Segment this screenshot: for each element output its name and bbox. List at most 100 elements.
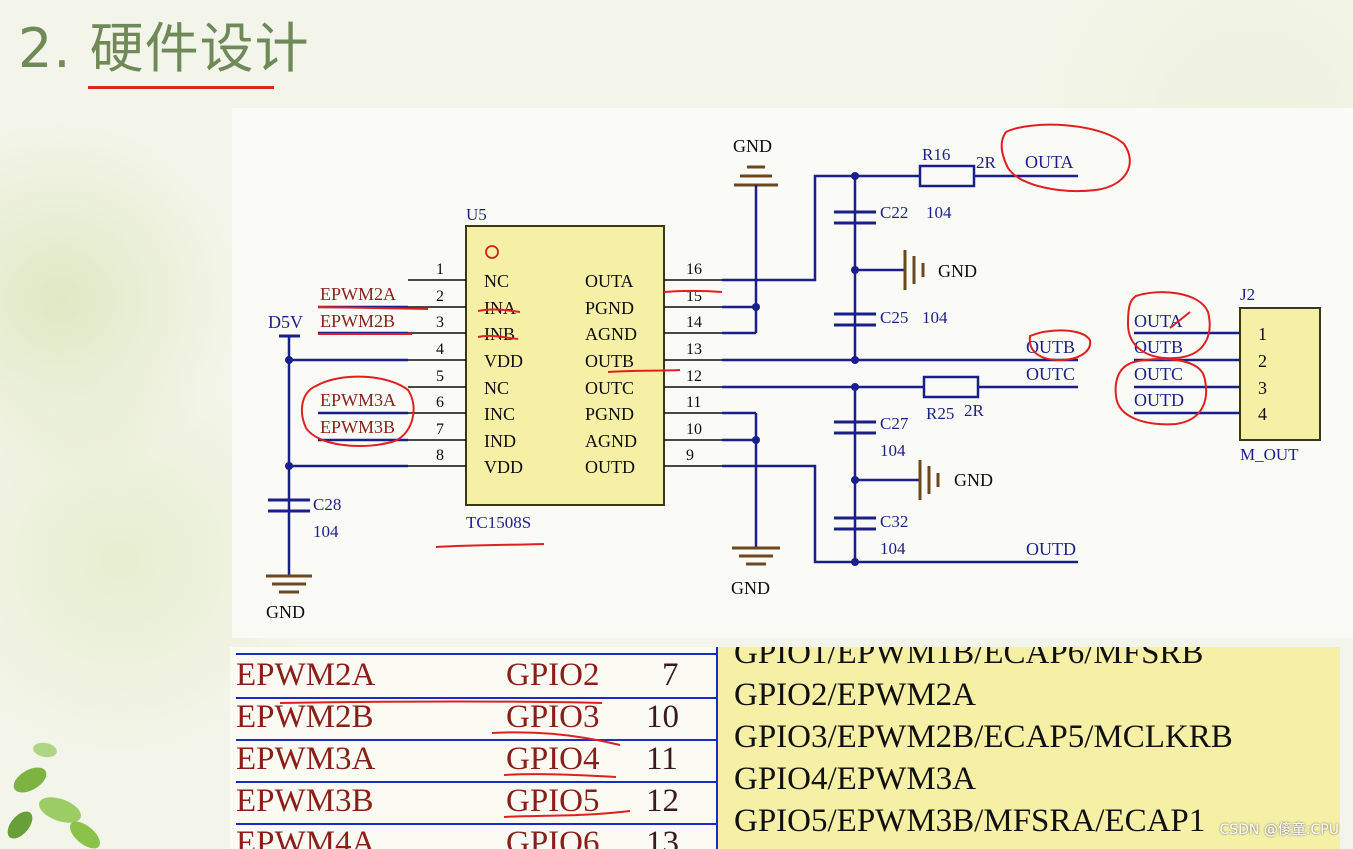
table-signal: EPWM4A [236, 825, 376, 849]
pin-num-14: 14 [686, 314, 702, 331]
c25-ref: C25 [880, 308, 908, 327]
table-gpio: GPIO2 [506, 657, 600, 693]
table-signal: EPWM3A [236, 741, 376, 777]
table-right-panel [718, 647, 1340, 849]
c28-ref: C28 [313, 495, 341, 514]
pin-num-4: 4 [436, 341, 444, 358]
u5-part: TC1508S [466, 513, 531, 532]
pin-num-12: 12 [686, 368, 702, 385]
table-signal: EPWM2B [236, 699, 374, 735]
net-outd-label: OUTD [1026, 539, 1076, 559]
gnd-label-lower: GND [954, 470, 993, 490]
table-pin: 10 [646, 699, 679, 735]
pin-num-9: 9 [686, 447, 694, 464]
pin-num-7: 7 [436, 421, 444, 438]
c22-value: 104 [926, 203, 952, 222]
pin-name-outb: OUTB [585, 351, 634, 371]
table-signal: EPWM3B [236, 783, 374, 819]
j2-ref: J2 [1240, 285, 1255, 304]
c22-ref: C22 [880, 203, 908, 222]
function-text: GPIO1/EPWM1B/ECAP6/MFSRB [734, 647, 1204, 671]
leaf-decoration [7, 742, 100, 849]
table-left-panel [230, 647, 718, 849]
r25-body [922, 375, 980, 399]
j2-pin-3: 3 [1258, 378, 1267, 398]
pin-num-16: 16 [686, 261, 702, 278]
table-gpio: GPIO6 [506, 825, 600, 849]
c32-value: 104 [880, 539, 906, 558]
pin-name-nc-5: NC [484, 378, 509, 398]
table-signal: EPWM2A [236, 657, 376, 693]
pin-num-8: 8 [436, 447, 444, 464]
pin-num-15: 15 [686, 288, 702, 305]
c25-value: 104 [922, 308, 948, 327]
net-outa-label: OUTA [1025, 152, 1074, 172]
j2-label-outd: OUTD [1134, 390, 1184, 410]
pin-num-10: 10 [686, 421, 702, 438]
j2-pin-2: 2 [1258, 351, 1267, 371]
pin-num-5: 5 [436, 368, 444, 385]
input-nets: EPWM2A EPWM2B EPWM3A EPWM3B [318, 284, 408, 442]
r16-value: 2R [976, 153, 997, 172]
u5-left-pins: 1 2 3 4 5 6 7 8 NC INA INB VDD NC INC IN… [408, 261, 523, 477]
pin-name-inb: INB [484, 324, 515, 344]
gnd-label-top: GND [733, 136, 772, 156]
pin-name-outd: OUTD [585, 457, 635, 477]
table-red-underlines [279, 700, 631, 818]
d5v-label: D5V [268, 312, 303, 332]
table-gpio: GPIO5 [506, 783, 600, 819]
table-gpio: GPIO3 [506, 699, 600, 735]
pin-name-ind: IND [484, 431, 516, 451]
table-pin: 11 [646, 741, 678, 777]
net-epwm3a: EPWM3A [320, 390, 396, 410]
table-line [236, 653, 716, 655]
j2-label-outc: OUTC [1134, 364, 1183, 384]
function-text: GPIO5/EPWM3B/MFSRA/ECAP1 [734, 803, 1206, 839]
supply-d5v: D5V C28 104 GND [266, 312, 408, 622]
pin-num-13: 13 [686, 341, 702, 358]
net-epwm2b: EPWM2B [320, 311, 395, 331]
table-line [236, 739, 716, 741]
pin-num-11: 11 [686, 394, 701, 411]
table-divider [716, 647, 718, 849]
watermark: CSDN @傻童:CPU [1219, 822, 1339, 838]
table-line [236, 781, 716, 783]
pin-name-agnd-14: AGND [585, 324, 637, 344]
table-gpio: GPIO4 [506, 741, 600, 777]
function-text: GPIO3/EPWM2B/ECAP5/MCLKRB [734, 719, 1233, 755]
pin-num-1: 1 [436, 261, 444, 278]
j2-label-outb: OUTB [1134, 337, 1183, 357]
j2-connector: J2 1 2 3 4 OUTA OUTB OUTC OUTD M_OUT [1134, 285, 1321, 464]
table-line [236, 697, 716, 699]
c27-ref: C27 [880, 414, 909, 433]
pin-num-2: 2 [436, 288, 444, 305]
table-pin: 7 [662, 657, 679, 693]
r25-ref: R25 [926, 404, 954, 423]
pin-name-vdd-4: VDD [484, 351, 523, 371]
table-pin: 13 [646, 825, 679, 849]
function-text: GPIO2/EPWM2A [734, 677, 977, 713]
j2-label-outa: OUTA [1134, 311, 1183, 331]
u5-right-pins: 16 15 14 13 12 11 10 9 OUTA PGND AGND OU… [585, 261, 722, 477]
gnd-label-bottom: GND [731, 578, 770, 598]
output-wiring: GND R16 2R OUTA C22 104 GND C25 104 OUTB [722, 136, 1078, 598]
j2-name: M_OUT [1240, 445, 1299, 464]
j2-pin-1: 1 [1258, 324, 1267, 344]
function-text: GPIO4/EPWM3A [734, 761, 977, 797]
u5-body [465, 225, 665, 506]
net-outc-label: OUTC [1026, 364, 1075, 384]
schematic-diagram: U5 TC1508S 1 2 3 4 5 6 7 8 NC INA INB VD… [266, 123, 1321, 622]
pin-name-outc: OUTC [585, 378, 634, 398]
gnd-label-left: GND [266, 602, 305, 622]
r16-ref: R16 [922, 145, 950, 164]
gpio-mapping-table: EPWM2A GPIO2 7 EPWM2B GPIO3 10 EPWM3A GP… [230, 647, 1340, 849]
red-annotations [300, 123, 1211, 548]
pin-name-outa: OUTA [585, 271, 634, 291]
c32-ref: C32 [880, 512, 908, 531]
pin-name-pgnd-11: PGND [585, 404, 634, 424]
pin1-marker [485, 245, 499, 259]
schematic-panel [232, 108, 1353, 638]
pin-num-6: 6 [436, 394, 444, 411]
net-outb-label: OUTB [1026, 337, 1075, 357]
pin-name-inc: INC [484, 404, 515, 424]
